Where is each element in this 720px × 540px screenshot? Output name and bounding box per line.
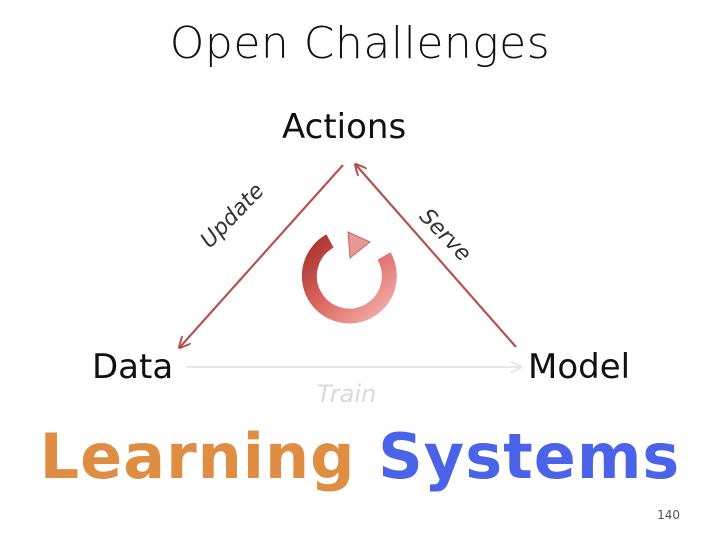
- serve-arrow: [356, 165, 517, 348]
- node-data: Data: [92, 347, 174, 387]
- footer-word-learning: Learning: [39, 420, 356, 493]
- edge-label-train: Train: [317, 380, 377, 408]
- page-number: 140: [657, 508, 680, 522]
- cycle-icon: [301, 231, 397, 324]
- node-actions: Actions: [282, 107, 407, 147]
- footer-word-systems: Systems: [378, 420, 681, 493]
- node-model: Model: [528, 347, 631, 387]
- update-arrow: [180, 164, 344, 347]
- slide-title: Open Challenges: [169, 18, 551, 69]
- footer-title: Learning Systems: [0, 420, 720, 493]
